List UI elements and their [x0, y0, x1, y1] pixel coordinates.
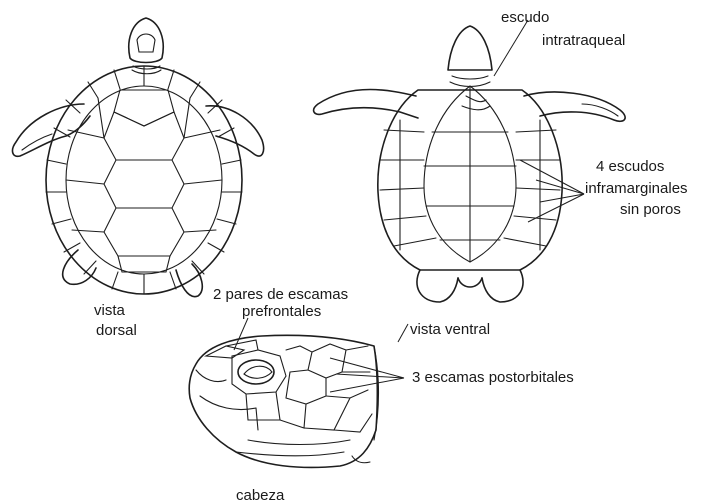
costal-scutes — [66, 98, 222, 232]
leader-lines — [234, 20, 584, 392]
label-4-escudos: 4 escudos — [596, 158, 664, 175]
eye — [238, 360, 274, 384]
label-inframarginales: inframarginales — [585, 180, 688, 197]
label-vista: vista — [94, 302, 125, 319]
ventral-view-turtle — [314, 26, 625, 302]
head-outline — [189, 335, 377, 467]
leader-prefrontales — [234, 318, 248, 350]
dorsal-head — [129, 18, 163, 63]
label-pares-escamas: 2 pares de escamas — [213, 286, 348, 303]
label-dorsal: dorsal — [96, 322, 137, 339]
ventral-head — [448, 26, 492, 70]
dorsal-view-turtle — [13, 18, 264, 297]
leader-postorbital-1 — [330, 358, 404, 378]
marginal-scutes — [46, 66, 242, 294]
label-sin-poros: sin poros — [620, 201, 681, 218]
label-escamas-postorbitales: 3 escamas postorbitales — [412, 369, 574, 386]
leader-intratraqueal — [494, 20, 528, 76]
label-cabeza: cabeza — [236, 487, 284, 504]
label-intratraqueal: intratraqueal — [542, 32, 625, 49]
dorsal-carapace — [46, 66, 242, 294]
label-escudo: escudo — [501, 9, 549, 26]
label-prefrontales: prefrontales — [242, 303, 321, 320]
head-side-view — [189, 335, 378, 467]
leader-inframarginal-1 — [536, 180, 584, 194]
vertebral-scutes — [104, 90, 184, 272]
leader-inframarginal-3 — [528, 194, 584, 222]
label-vista-ventral: vista ventral — [410, 321, 490, 338]
leader-postorbital-2 — [336, 374, 404, 378]
leader-vista-ventral — [398, 324, 408, 342]
